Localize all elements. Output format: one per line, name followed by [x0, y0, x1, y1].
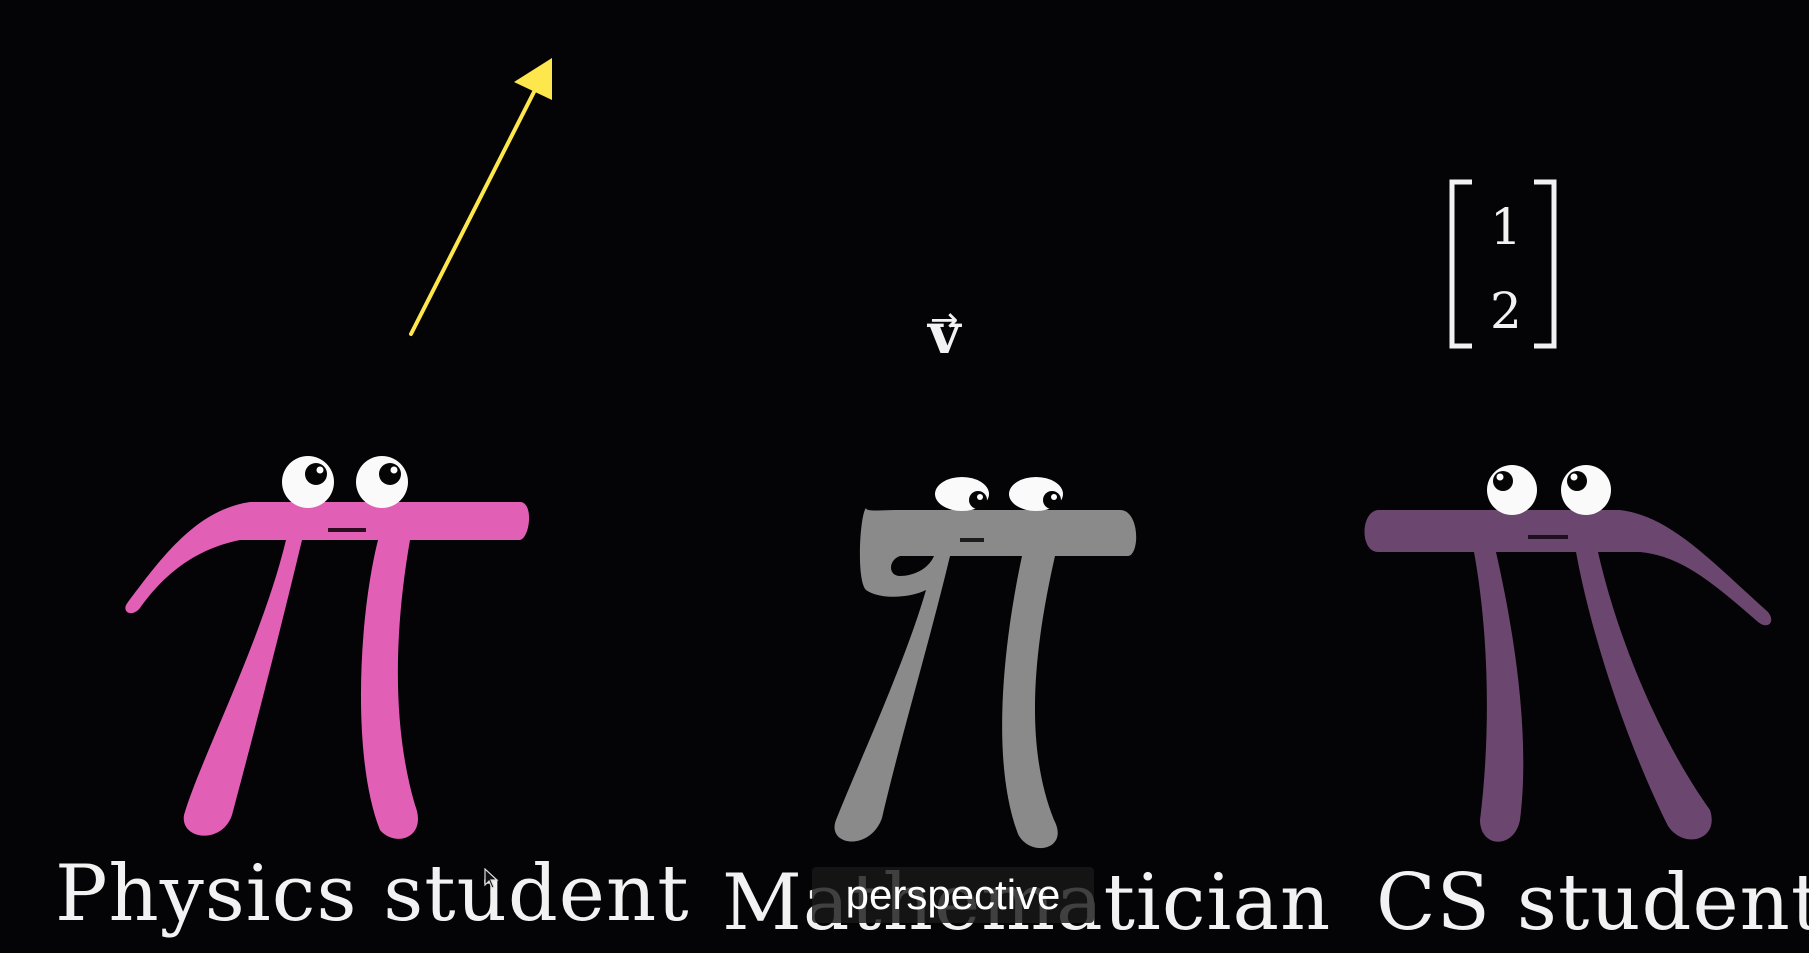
mathematician-pi-creature: [834, 477, 1137, 849]
vector-arrow-accent: →: [930, 300, 959, 340]
cs-student-pi-creature: [1364, 465, 1772, 842]
physics-student-label: Physics student: [55, 849, 690, 939]
physics-eyes: [282, 456, 408, 508]
mouse-cursor-icon: [484, 868, 499, 889]
physics-pi-creature: [125, 456, 530, 839]
cs-vector-brackets: [1449, 179, 1557, 349]
mathematician-eyes: [935, 477, 1063, 511]
vector-entry-1: 1: [1490, 198, 1522, 256]
cs-student-eyes: [1487, 465, 1611, 515]
physics-vector-arrow: [409, 58, 552, 336]
cs-student-label: CS student: [1376, 858, 1809, 948]
cs-column-vector: 1 2: [1448, 180, 1558, 352]
caption-subtitle: perspective: [812, 867, 1094, 923]
vector-symbol: v: [928, 301, 961, 367]
vector-entry-2: 2: [1490, 282, 1522, 340]
